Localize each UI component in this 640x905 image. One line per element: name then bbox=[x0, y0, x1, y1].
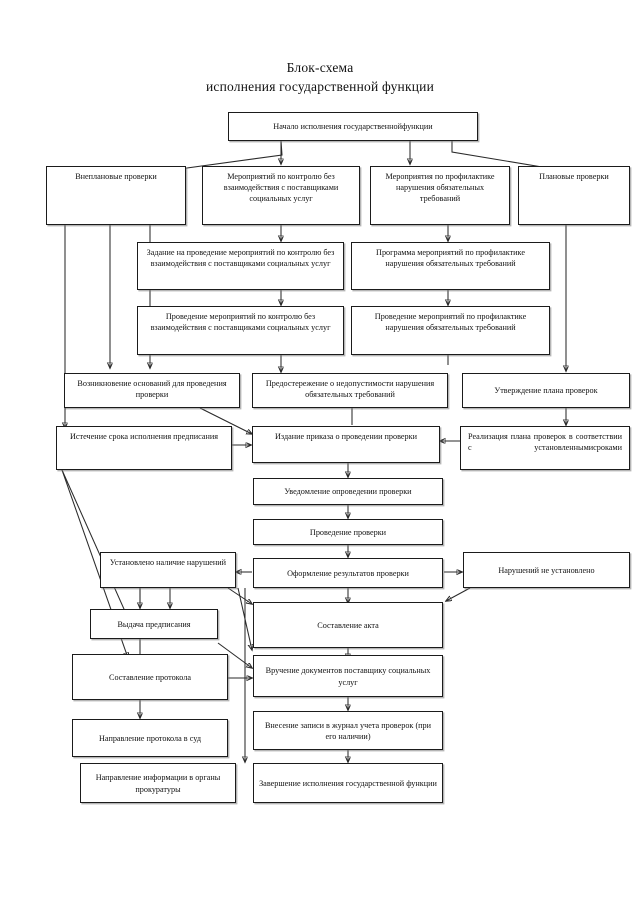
node-unscheduled-checks[interactable]: Внеплановые проверки bbox=[46, 166, 186, 225]
node-no-violations[interactable]: Нарушений не установлено bbox=[463, 552, 630, 588]
node-send-protocol-to-court[interactable]: Направление протокола в суд bbox=[72, 719, 228, 757]
node-start[interactable]: Начало исполнения государственнойфункции bbox=[228, 112, 478, 141]
node-conduct-check[interactable]: Проведение проверки bbox=[253, 519, 443, 545]
node-task-control-no-interaction[interactable]: Задание на проведение мероприятий по кон… bbox=[137, 242, 344, 290]
node-draw-up-act-label: Составление акта bbox=[317, 620, 379, 630]
node-program-prevention-label: Программа мероприятий по профилактике на… bbox=[376, 248, 525, 269]
edge-grounds-to-order bbox=[199, 407, 252, 434]
node-hand-over-documents[interactable]: Вручение документов поставщику социальны… bbox=[253, 655, 443, 697]
node-control-measures-no-interaction[interactable]: Мероприятий по контролю без взаимодейств… bbox=[202, 166, 360, 225]
node-violations-found[interactable]: Установлено наличие нарушений bbox=[100, 552, 236, 588]
node-approve-plan[interactable]: Утверждение плана проверок bbox=[462, 373, 630, 408]
title-line-1: Блок-схема bbox=[286, 60, 354, 75]
node-violations-found-label: Установлено наличие нарушений bbox=[109, 558, 227, 567]
page-title: Блок-схема исполнения государственной фу… bbox=[0, 58, 640, 96]
node-draw-up-protocol-label: Составление протокола bbox=[109, 672, 191, 682]
node-unscheduled-checks-label: Внеплановые проверки bbox=[75, 172, 157, 181]
node-warning-inadmissibility[interactable]: Предостережение о недопустимости нарушен… bbox=[252, 373, 448, 408]
edge-violations-to-handover-diag bbox=[237, 587, 252, 650]
node-control-measures-label: Мероприятий по контролю без взаимодейств… bbox=[223, 172, 339, 204]
node-start-label: Начало исполнения государственнойфункции bbox=[273, 122, 433, 132]
node-approve-plan-label: Утверждение плана проверок bbox=[494, 386, 598, 396]
edge-start-to-scheduled bbox=[451, 141, 566, 171]
node-draw-up-act[interactable]: Составление акта bbox=[253, 602, 443, 648]
node-draw-up-protocol[interactable]: Составление протокола bbox=[72, 654, 228, 700]
node-register-in-journal[interactable]: Внесение записи в журнал учета проверок … bbox=[253, 711, 443, 750]
node-no-violations-label: Нарушений не установлено bbox=[498, 565, 595, 575]
node-scheduled-checks[interactable]: Плановые проверки bbox=[518, 166, 630, 225]
node-expiry-of-order[interactable]: Истечение срока исполнения предписания bbox=[56, 426, 232, 470]
node-conduct-control-label: Проведение мероприятий по контролю без в… bbox=[150, 312, 331, 333]
node-grounds-arise-label: Возникновение оснований для проведения п… bbox=[77, 379, 227, 400]
node-implement-plan[interactable]: Реализация плана проверок в соответствии… bbox=[460, 426, 630, 470]
node-program-prevention[interactable]: Программа мероприятий по профилактике на… bbox=[351, 242, 550, 290]
node-prevention-measures-label: Мероприятия по профилактике нарушения об… bbox=[385, 172, 495, 204]
node-implement-plan-label: Реализация плана проверок в соответствии… bbox=[468, 432, 622, 453]
node-issue-order[interactable]: Издание приказа о проведении проверки bbox=[252, 426, 440, 463]
node-expiry-label: Истечение срока исполнения предписания bbox=[70, 432, 218, 441]
node-hand-over-documents-label: Вручение документов поставщику социальны… bbox=[265, 666, 431, 687]
node-completion-label: Завершение исполнения государственной фу… bbox=[259, 778, 437, 788]
node-prevention-measures[interactable]: Мероприятия по профилактике нарушения об… bbox=[370, 166, 510, 225]
node-issue-prescription[interactable]: Выдача предписания bbox=[90, 609, 218, 639]
node-conduct-control-no-interaction[interactable]: Проведение мероприятий по контролю без в… bbox=[137, 306, 344, 355]
node-completion[interactable]: Завершение исполнения государственной фу… bbox=[253, 763, 443, 803]
title-line-2: исполнения государственной функции bbox=[205, 79, 434, 94]
node-send-protocol-label: Направление протокола в суд bbox=[99, 733, 201, 743]
node-send-info-prosecutor-label: Направление информации в органы прокурат… bbox=[95, 773, 221, 794]
edge-prescription-to-handover bbox=[217, 642, 252, 668]
node-register-in-journal-label: Внесение записи в журнал учета проверок … bbox=[264, 720, 432, 741]
node-issue-prescription-label: Выдача предписания bbox=[117, 619, 191, 629]
node-conduct-check-label: Проведение проверки bbox=[309, 527, 387, 537]
node-notification-label: Уведомление опроведении проверки bbox=[284, 487, 412, 497]
node-formalize-results[interactable]: Оформление результатов проверки bbox=[253, 558, 443, 588]
node-task-control-label: Задание на проведение мероприятий по кон… bbox=[146, 248, 335, 269]
edge-expiry-to-prescription bbox=[61, 469, 128, 618]
node-notification[interactable]: Уведомление опроведении проверки bbox=[253, 478, 443, 505]
node-issue-order-label: Издание приказа о проведении проверки bbox=[274, 432, 418, 441]
node-formalize-results-label: Оформление результатов проверки bbox=[287, 568, 409, 578]
node-warning-label: Предостережение о недопустимости нарушен… bbox=[265, 379, 435, 400]
node-grounds-arise[interactable]: Возникновение оснований для проведения п… bbox=[64, 373, 240, 408]
node-conduct-prevention-label: Проведение мероприятий по профилактике н… bbox=[374, 312, 527, 333]
edge-no-violations-to-act bbox=[446, 587, 471, 601]
node-send-info-prosecutor[interactable]: Направление информации в органы прокурат… bbox=[80, 763, 236, 803]
node-conduct-prevention[interactable]: Проведение мероприятий по профилактике н… bbox=[351, 306, 550, 355]
node-scheduled-checks-label: Плановые проверки bbox=[539, 172, 609, 181]
